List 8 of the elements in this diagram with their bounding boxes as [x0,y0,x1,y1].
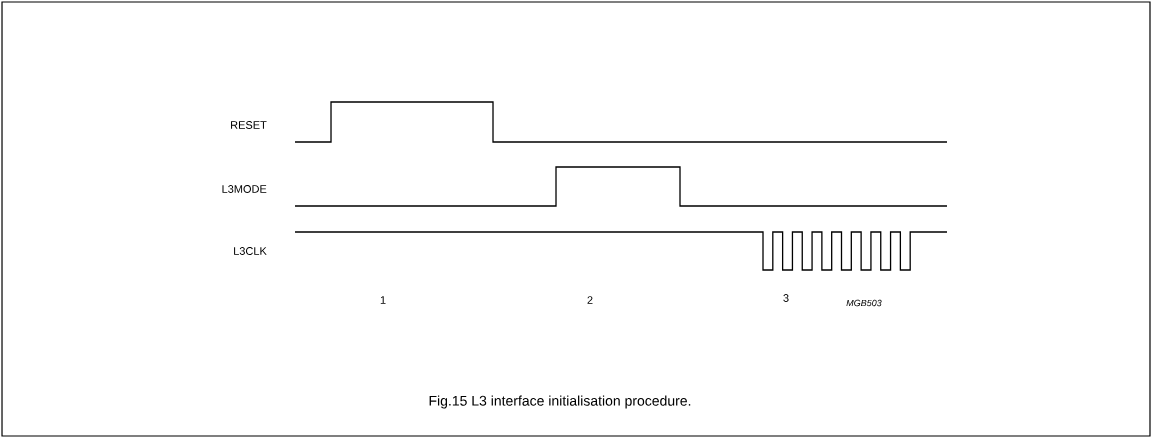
phase-number: 1 [380,296,386,304]
signal-name: L3CLK [234,247,267,255]
figure-code: MGB503 [846,299,882,307]
caption: Fig.15 L3 interface initialisation procedure. [429,395,691,409]
phase-number: 3 [783,294,789,302]
phase-number: 2 [587,296,593,304]
signal-name: RESET [231,121,267,129]
signal-name: L3MODE [222,185,267,193]
